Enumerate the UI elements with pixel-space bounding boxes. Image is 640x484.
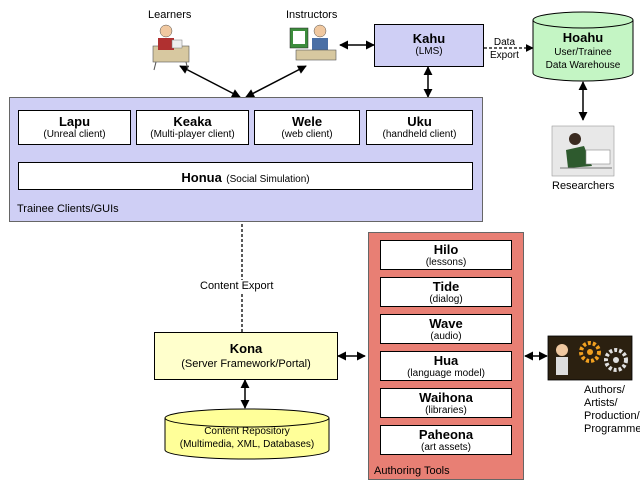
kahu-subtitle: (LMS) [415,46,443,57]
repository-line-2: (Multimedia, XML, Databases) [179,439,315,450]
instructors-arrow [245,65,307,98]
kahu-box: Kahu (LMS) [374,24,484,67]
honua-subtitle: (Social Simulation) [226,174,310,185]
tool-wave-subtitle: (audio) [430,331,462,342]
client-lapu: Lapu (Unreal client) [18,110,131,145]
tool-paheona: Paheona (art assets) [380,425,512,455]
instructor-figure [289,24,337,61]
hoahu-title: Hoahu [562,30,604,45]
tool-waihona-title: Waihona [419,390,473,405]
honua-title: Honua [181,170,222,185]
researchers-label: Researchers [552,180,615,192]
authors-line-1: Authors/ [584,384,625,396]
data-export-label: Data Export [490,37,519,62]
kona-subtitle: (Server Framework/Portal) [181,358,311,370]
tool-hua: Hua (language model) [380,351,512,381]
tool-wave: Wave (audio) [380,314,512,344]
repository-cylinder [164,408,330,460]
client-keaka: Keaka (Multi-player client) [136,110,249,145]
client-uku-subtitle: (handheld client) [382,129,457,140]
client-wele-subtitle: (web client) [281,129,333,140]
client-lapu-title: Lapu [58,114,91,129]
tool-waihona-subtitle: (libraries) [425,405,467,416]
client-wele-title: Wele [291,114,323,129]
tool-paheona-title: Paheona [418,427,474,442]
repository-text: Content Repository (Multimedia, XML, Dat… [165,425,329,451]
tool-tide-title: Tide [432,279,460,294]
client-lapu-subtitle: (Unreal client) [43,129,106,140]
kahu-title: Kahu [412,31,446,46]
content-export-label: Content Export [200,280,274,292]
researcher-figure [551,125,615,177]
kona-box: Kona (Server Framework/Portal) [154,332,338,380]
kona-title: Kona [229,341,263,356]
instructors-label: Instructors [286,9,338,21]
learners-arrow [179,65,241,98]
authors-line-4: Programmers [584,423,640,435]
authors-label: Authors/ Artists/ Production/ Programmer… [584,384,640,436]
authors-line-3: Production/ [584,410,640,422]
hoahu-line-1: User/Trainee [554,47,612,58]
client-uku-title: Uku [407,114,432,129]
tool-hua-subtitle: (language model) [407,368,485,379]
tool-waihona: Waihona (libraries) [380,388,512,418]
tool-tide: Tide (dialog) [380,277,512,307]
data-export-line-1: Data [493,37,516,48]
hoahu-line-2: Data Warehouse [545,60,621,71]
hoahu-text: Hoahu User/Trainee Data Warehouse [533,30,633,72]
learner-figure [152,24,190,71]
learners-label: Learners [148,9,192,21]
tool-hilo-title: Hilo [433,242,459,257]
tool-tide-subtitle: (dialog) [429,294,463,305]
client-uku: Uku (handheld client) [366,110,473,145]
tool-hilo-subtitle: (lessons) [425,257,467,268]
tool-hilo: Hilo (lessons) [380,240,512,270]
repository-line-1: Content Repository [204,426,290,437]
authors-line-2: Artists/ [584,397,618,409]
client-wele: Wele (web client) [254,110,360,145]
tool-paheona-subtitle: (art assets) [420,442,471,453]
authors-figure [547,335,633,381]
honua-box: Honua (Social Simulation) [18,162,473,190]
client-keaka-subtitle: (Multi-player client) [150,129,235,140]
hoahu-cylinder [532,11,634,82]
tool-wave-title: Wave [429,316,463,331]
client-keaka-title: Keaka [173,114,212,129]
trainee-panel-label: Trainee Clients/GUIs [17,203,119,215]
tool-hua-title: Hua [433,353,459,368]
authoring-panel-label: Authoring Tools [374,465,450,477]
data-export-line-2: Export [490,50,519,61]
